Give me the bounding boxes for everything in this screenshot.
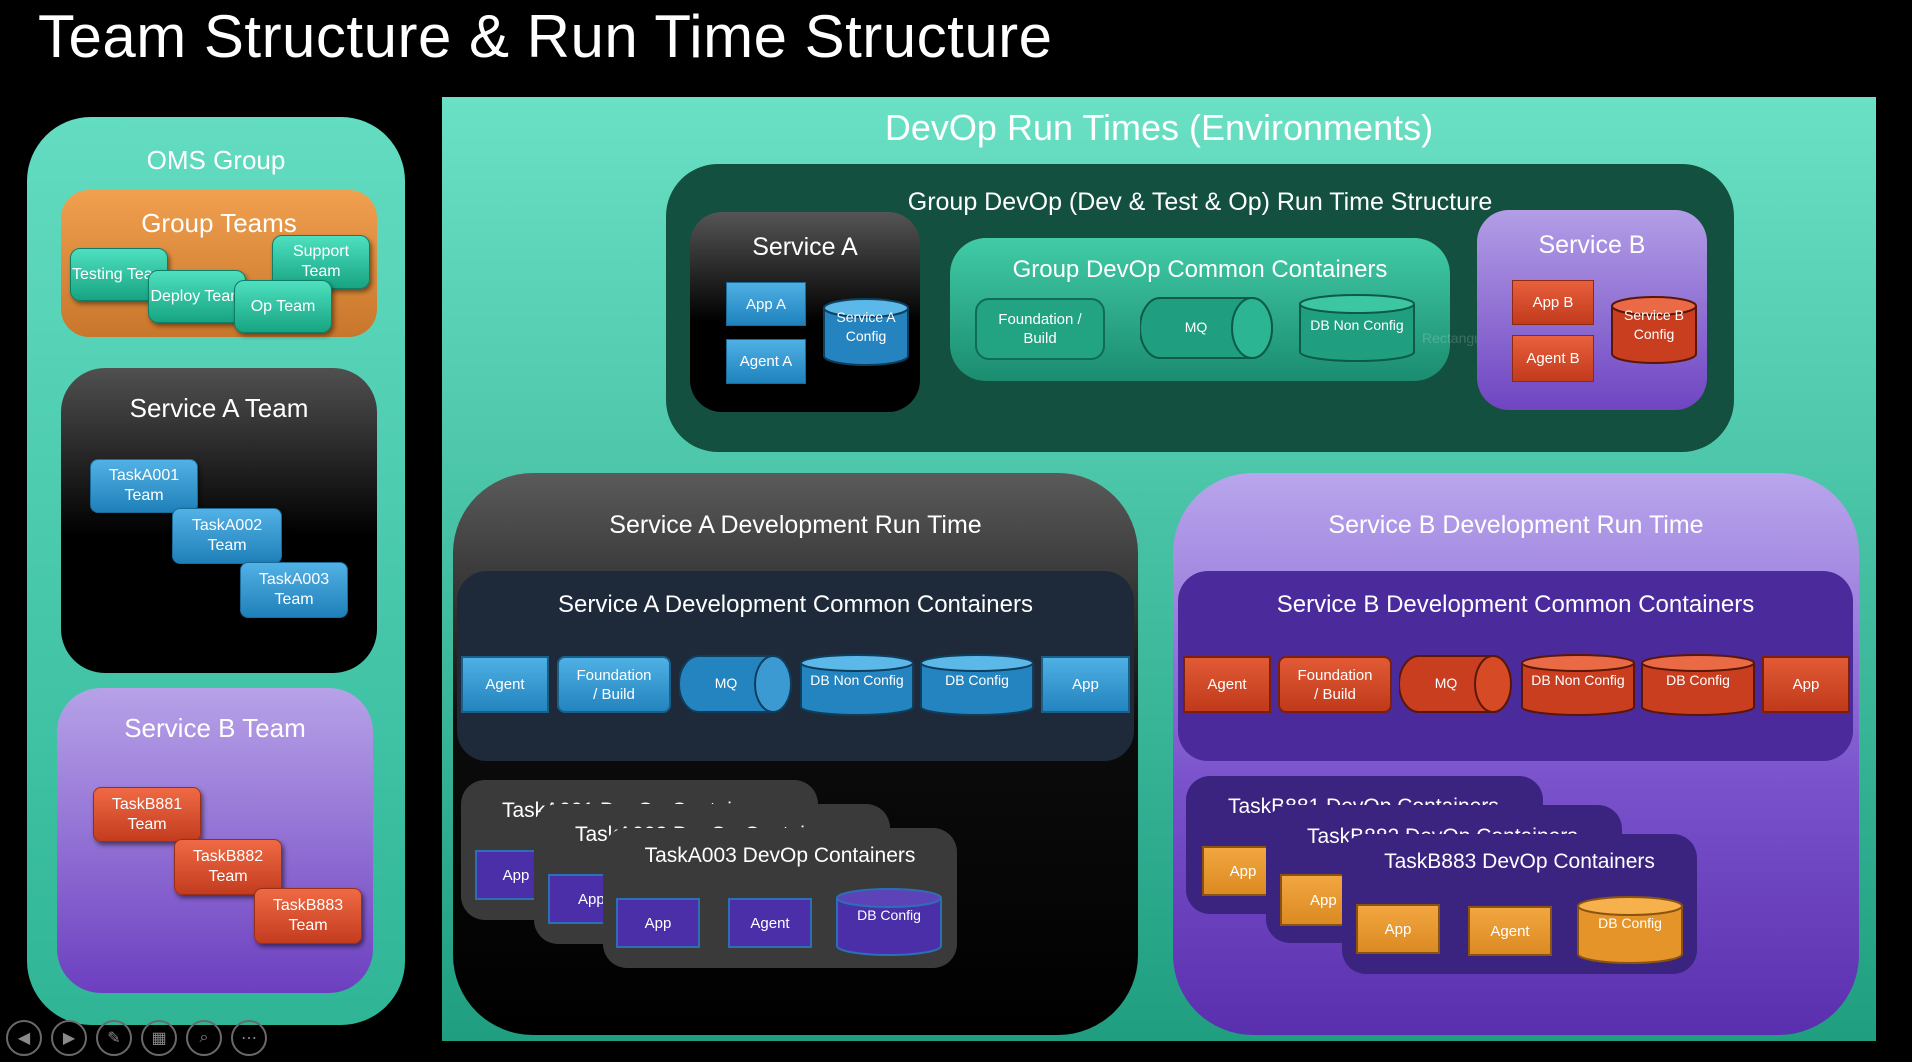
- service-a-agent-container: Agent: [461, 656, 549, 713]
- service-b-mq-label: MQ: [1434, 675, 1458, 691]
- task-b883-db-config-cylinder: DB Config: [1576, 896, 1684, 964]
- pen-icon[interactable]: ✎: [96, 1020, 132, 1056]
- service-b-foundation-container: Foundation / Build: [1278, 656, 1392, 713]
- deploy-team-chip: Deploy Team: [148, 270, 246, 323]
- service-a-mq-cylinder: MQ: [679, 654, 793, 714]
- service-b-db-non-config-cylinder: DB Non Config: [1520, 654, 1636, 716]
- service-a-foundation-container: Foundation / Build: [557, 656, 671, 713]
- group-devop-title: Group DevOp (Dev & Test & Op) Run Time S…: [907, 187, 1493, 216]
- service-a-app-container: App: [1041, 656, 1130, 713]
- service-b-config-cylinder: Service B Config: [1610, 296, 1698, 364]
- task-a001-team-chip: TaskA001 Team: [90, 459, 198, 513]
- op-team-chip: Op Team: [234, 280, 332, 333]
- service-a-db-config-label: DB Config: [945, 672, 1009, 688]
- task-a003-team-chip: TaskA003 Team: [240, 562, 348, 618]
- group-common-containers-title: Group DevOp Common Containers: [1012, 256, 1388, 283]
- service-b-runtime-title: Service B: [1538, 230, 1646, 259]
- service-b-mq-cylinder: MQ: [1399, 654, 1513, 714]
- db-non-config-label: DB Non Config: [1310, 317, 1404, 333]
- more-icon[interactable]: ⋯: [231, 1020, 267, 1056]
- service-a-db-non-config-cylinder: DB Non Config: [799, 654, 915, 716]
- service-a-db-non-config-label: DB Non Config: [810, 672, 904, 688]
- service-a-dev-runtime-title: Service A Development Run Time: [609, 510, 982, 539]
- foundation-build-container: Foundation / Build: [975, 298, 1105, 360]
- service-b-team-title: Service B Team: [124, 712, 306, 743]
- service-b-config-label: Service B Config: [1624, 307, 1684, 342]
- service-a-runtime-title: Service A: [752, 232, 858, 261]
- agent-a-container: Agent A: [726, 339, 806, 384]
- task-b883-db-config-label: DB Config: [1598, 915, 1662, 931]
- service-a-config-cylinder: Service A Config: [822, 298, 910, 366]
- agent-b-container: Agent B: [1512, 335, 1594, 382]
- mq-label: MQ: [1184, 319, 1208, 335]
- task-a003-devop-title: TaskA003 DevOp Containers: [644, 844, 916, 867]
- service-b-agent-container: Agent: [1183, 656, 1271, 713]
- task-a003-db-config-label: DB Config: [857, 907, 921, 923]
- app-b-container: App B: [1512, 280, 1594, 325]
- service-a-mq-label: MQ: [714, 675, 738, 691]
- service-b-db-non-config-label: DB Non Config: [1531, 672, 1625, 688]
- service-a-dev-common-title: Service A Development Common Containers: [558, 591, 1033, 618]
- task-a003-app-container: App: [616, 898, 700, 948]
- task-b883-app-container: App: [1356, 904, 1440, 954]
- zoom-icon[interactable]: ⌕: [186, 1020, 222, 1056]
- task-b883-team-chip: TaskB883 Team: [254, 888, 362, 944]
- app-a-container: App A: [726, 282, 806, 326]
- next-icon[interactable]: ▶: [51, 1020, 87, 1056]
- service-b-db-config-label: DB Config: [1666, 672, 1730, 688]
- task-b883-devop-title: TaskB883 DevOp Containers: [1384, 850, 1655, 873]
- prev-icon[interactable]: ◀: [6, 1020, 42, 1056]
- slide-title: Team Structure & Run Time Structure: [38, 3, 1053, 70]
- task-a003-db-config-cylinder: DB Config: [835, 888, 943, 956]
- mq-cylinder: MQ: [1140, 296, 1274, 360]
- service-a-db-config-cylinder: DB Config: [919, 654, 1035, 716]
- service-b-dev-runtime-title: Service B Development Run Time: [1328, 510, 1704, 539]
- service-b-db-config-cylinder: DB Config: [1640, 654, 1756, 716]
- service-b-dev-common-title: Service B Development Common Containers: [1276, 591, 1755, 618]
- service-a-config-label: Service A Config: [836, 309, 896, 344]
- task-b882-team-chip: TaskB882 Team: [174, 839, 282, 895]
- task-a002-team-chip: TaskA002 Team: [172, 508, 282, 564]
- environments-title: DevOp Run Times (Environments): [884, 107, 1434, 148]
- oms-group-title: OMS Group: [146, 144, 286, 175]
- slides-grid-icon[interactable]: ▦: [141, 1020, 177, 1056]
- db-non-config-cylinder: DB Non Config: [1298, 294, 1416, 362]
- task-b883-agent-container: Agent: [1468, 906, 1552, 956]
- task-b881-team-chip: TaskB881 Team: [93, 787, 201, 842]
- service-a-team-title: Service A Team: [129, 392, 309, 423]
- slideshow-toolbar: ◀ ▶ ✎ ▦ ⌕ ⋯: [6, 1020, 267, 1060]
- group-teams-title: Group Teams: [141, 207, 297, 238]
- task-a003-agent-container: Agent: [728, 898, 812, 948]
- service-b-app-container: App: [1762, 656, 1850, 713]
